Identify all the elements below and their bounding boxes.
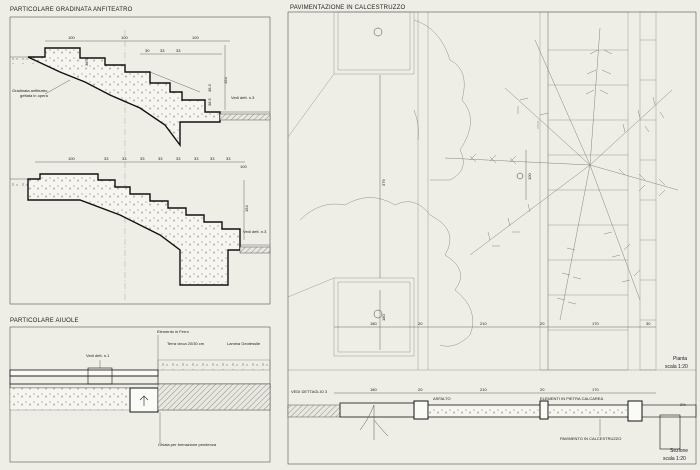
dim-text: 33 — [158, 156, 163, 161]
plan-scale-label: Pianta — [673, 356, 687, 362]
tree-dim: 100 — [527, 173, 532, 180]
dim-text: 210 — [480, 321, 487, 326]
dim-text: 170 — [592, 387, 599, 392]
dim-text: 33 — [140, 156, 145, 161]
dim-text: 33 — [176, 156, 181, 161]
dim-text: 38.5 — [207, 97, 212, 106]
dim-text: 33 — [104, 156, 109, 161]
plan-horizontal-dims: 180 20 210 20 170 30 — [370, 321, 651, 326]
section-scale-value: scala 1:20 — [663, 456, 686, 462]
dim-text: 38.3 — [207, 83, 212, 92]
amphitheatre-note-line1: Gradinata anfiteatro — [12, 88, 48, 93]
section-scale-label: Sezione — [670, 448, 688, 454]
dim-text: 210 — [480, 387, 487, 392]
slope-label: 2% — [680, 402, 686, 407]
dim-text: 20 — [418, 321, 423, 326]
label-asphalt: ASFALTO — [433, 396, 451, 401]
flowerbeds-title: PARTICOLARE AIUOLE — [10, 318, 79, 324]
dim-text: 20 — [540, 321, 545, 326]
flowerbeds-label-geotextile: Lamina Geotessile — [227, 341, 261, 346]
flowerbeds-label-soil: Terra vinca 20/30 cm — [167, 341, 205, 346]
flowerbeds-bottom-label: Ghiaia per formazione pendenza — [158, 442, 217, 447]
amphitheatre-vertical-dims: 38.3 38.3 38.5 154 — [84, 57, 228, 106]
tree-root-icon — [359, 404, 389, 440]
plan-vertical-dim-long: 379 — [381, 179, 386, 186]
flowerbeds-ref: Vedi dett. n.1 — [86, 353, 110, 358]
dim-text: 30 — [646, 321, 651, 326]
dim-text: 33 — [176, 48, 181, 53]
dim-text: 180 — [370, 387, 377, 392]
flowerbeds-panel: PARTICOLARE AIUOLE Vedi dett. n.1 Elemen… — [9, 318, 271, 463]
dim-text: 33 — [210, 156, 215, 161]
amphitheatre-ref-top: Vedi dett. n.3 — [231, 95, 255, 100]
amphitheatre-bottom-dims: 100 33 33 33 33 33 33 33 33 100 — [68, 156, 247, 169]
dim-text: 33 — [226, 156, 231, 161]
dim-text: 30 — [145, 48, 150, 53]
tree-trunk-icon — [373, 309, 383, 319]
dim-text: 38.3 — [84, 57, 89, 66]
amphitheatre-ref-bottom: Vedi dett. n.3 — [243, 229, 267, 234]
palm-tree-icon — [444, 27, 679, 321]
label-concrete: PAVIMENTO IN CALCESTRUZZO — [560, 436, 621, 441]
dim-text: 20 — [418, 387, 423, 392]
dim-text: 100 — [68, 156, 75, 161]
dim-text: 100 — [192, 35, 199, 40]
tree-canopy-outline — [299, 197, 474, 347]
amphitheatre-note-line2: gettata in opera — [20, 93, 49, 98]
paving-title: PAVIMENTAZIONE IN CALCESTRUZZO — [290, 5, 405, 11]
dim-text: 170 — [592, 321, 599, 326]
dim-text: 154 — [223, 77, 228, 84]
plan-vertical-dim-short: 180 — [381, 314, 386, 321]
tree-trunk-icon — [516, 172, 524, 180]
flowerbeds-label-iron: Elemento in Ferro — [157, 329, 190, 334]
label-limestone: ELEMENTI IN PIETRA CALCAREA — [540, 396, 603, 401]
plan-scale-value: scala 1:20 — [665, 364, 688, 370]
dim-text: 33 — [160, 48, 165, 53]
paving-panel: PAVIMENTAZIONE IN CALCESTRUZZO — [287, 5, 697, 465]
dim-text: 180 — [370, 321, 377, 326]
amphitheatre-top-dims: 100 100 30 33 33 100 — [68, 35, 199, 53]
paving-joints — [548, 39, 656, 331]
section-ref: VEDI DETTAGLIO 3 — [291, 389, 328, 394]
amphitheatre-bottom-vertical-dim: 154 — [244, 205, 249, 212]
dim-text: 100 — [68, 35, 75, 40]
section-dims: 180 20 210 20 170 — [370, 387, 599, 392]
dim-text: 33 — [194, 156, 199, 161]
tree-trunk-icon — [373, 27, 383, 37]
dim-text: 33 — [122, 156, 127, 161]
amphitheatre-title: PARTICOLARE GRADINATA ANFITEATRO — [10, 7, 133, 13]
dim-text: 100 — [240, 164, 247, 169]
dim-text: 100 — [121, 35, 128, 40]
tree-canopy-outline — [413, 19, 471, 181]
dim-text: 20 — [540, 387, 545, 392]
amphitheatre-panel: PARTICOLARE GRADINATA ANFITEATRO 100 100… — [9, 7, 271, 305]
